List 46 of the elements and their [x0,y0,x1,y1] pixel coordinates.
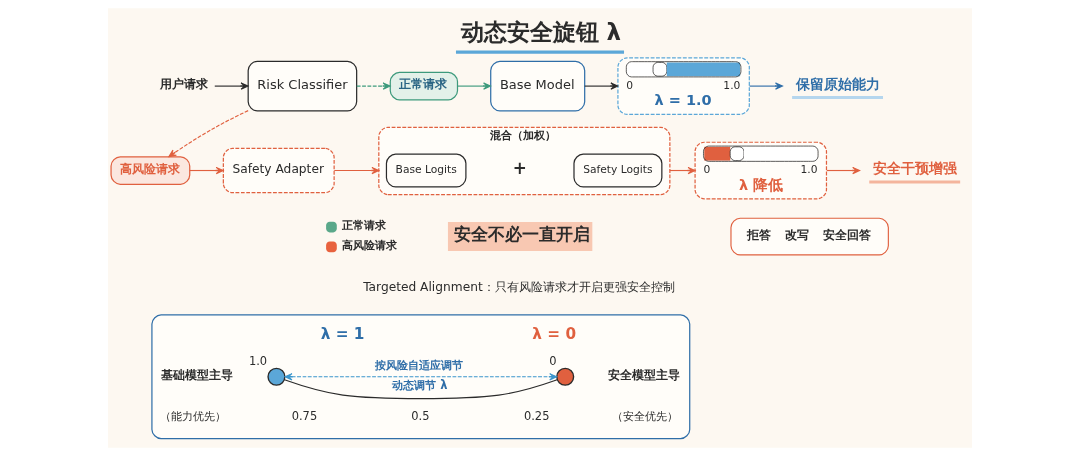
node-box: 拒答 改写 安全回答 [730,217,889,256]
label: 基础模型主导 [161,367,234,382]
label: 安全模型主导 [607,367,680,382]
node-box: 0 1.0 λ = 1.0 [617,57,750,115]
label: （能力优先） [159,408,226,423]
node-box: 正常请求 [389,71,459,101]
label: 0.5 [411,408,430,423]
arrow [826,166,861,175]
arrow [189,166,224,175]
label: （安全优先） [612,408,679,423]
arrow [214,82,249,90]
label: 0.75 [291,408,318,423]
arrow [669,166,696,175]
arrow [284,373,558,381]
legend-label: 正常请求 [342,217,387,232]
edge-label: 按风险自适应调节 [374,357,463,372]
node-circle [267,367,286,386]
node-label: 0 [549,353,557,368]
label: + [512,158,527,179]
arrow [168,110,249,158]
label: λ = 1 [320,325,365,344]
node-box: 高风险请求 [110,156,191,185]
connector [283,379,558,400]
node-text: 安全干预增强 [873,160,958,177]
label: 安全不必一直开启 [453,224,590,245]
node-label: 1.0 [248,353,268,368]
node-text: 用户请求 [159,77,208,92]
label: Targeted Alignment：只有风险请求才开启更强安全控制 [363,280,675,295]
node-box: Base Logits [385,153,467,188]
label: λ = 0 [532,325,577,344]
node-box: 0 1.0 λ 降低 [694,141,828,200]
node-box: Safety Logits [573,153,663,188]
edge-label: 动态调节 λ [392,378,448,393]
label: 0.25 [523,408,550,423]
node-box: Risk Classifier [247,60,358,112]
node-box: Base Model [490,60,586,112]
node-box: Safety Adapter [222,147,335,194]
diagram-title: 动态安全旋钮 λ [460,18,622,45]
arrow [333,166,380,175]
legend-label: 高风险请求 [342,237,398,252]
arrow [749,82,783,90]
arrow [457,82,492,90]
arrow [584,82,619,90]
node-text: 保留原始能力 [795,75,880,92]
arrow [356,82,391,90]
node-circle [556,367,575,386]
